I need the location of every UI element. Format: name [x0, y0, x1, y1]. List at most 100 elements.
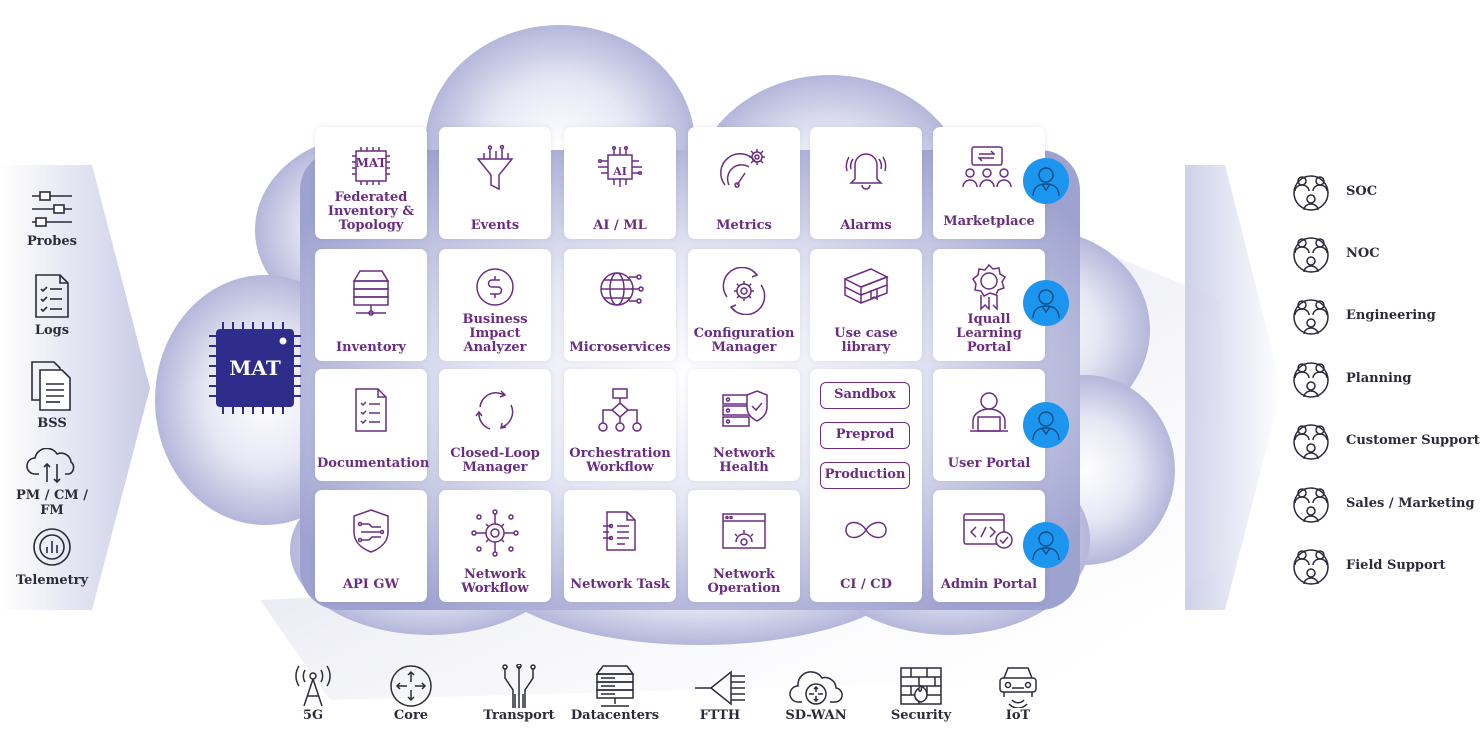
person-icon [1032, 289, 1060, 319]
team-icon [1293, 549, 1329, 585]
input-label: PM / CM / FM [16, 488, 88, 518]
network-label: Datacenters [570, 708, 660, 723]
team-icon [1293, 299, 1329, 335]
network-security: Security [876, 664, 966, 723]
server-stack-icon [352, 270, 390, 316]
tile-label: Network Task [570, 577, 670, 592]
antenna-icon [295, 665, 331, 707]
env-production-button[interactable]: Production [820, 462, 910, 489]
gear-network-icon [471, 509, 519, 557]
team-label: Engineering [1346, 308, 1436, 323]
user-laptop-icon [970, 392, 1008, 432]
network-datacenters: Datacenters [570, 664, 660, 723]
cloud-transfer-icon [26, 448, 75, 484]
tile-user-portal[interactable]: User Portal [933, 369, 1045, 481]
input-label: BSS [37, 416, 67, 431]
document-task-icon [603, 511, 636, 551]
user-avatar-marketplace [1023, 158, 1069, 204]
team-noc: NOC [1288, 235, 1478, 275]
team-icon [1293, 487, 1329, 523]
mat-chip-icon [352, 147, 390, 185]
team-planning: Planning [1288, 360, 1478, 400]
tile-events[interactable]: Events [439, 127, 551, 239]
env-preprod-button[interactable]: Preprod [820, 422, 910, 449]
team-icon [1293, 362, 1329, 398]
tile-label: Marketplace [943, 214, 1035, 229]
splitter-icon [695, 670, 745, 706]
ai-icon-label: AI [613, 165, 627, 178]
tile-label: Alarms [840, 218, 892, 233]
input-telemetry: Telemetry [2, 527, 102, 588]
tile-label: Metrics [716, 218, 772, 233]
team-label: SOC [1346, 184, 1378, 199]
network-label: Core [393, 708, 429, 723]
input-label: Probes [27, 234, 77, 249]
tile-label: Events [470, 218, 520, 233]
mat-core-chip: MAT [207, 320, 303, 416]
fiber-icon [502, 664, 536, 708]
browser-gear-icon [722, 513, 766, 549]
books-icon [843, 268, 889, 304]
cloud-router-icon [789, 671, 843, 705]
chip-label: MAT [229, 356, 281, 380]
tile-metrics[interactable]: Metrics [688, 127, 800, 239]
network-label: FTTH [699, 708, 741, 723]
input-probes: Probes [2, 190, 102, 249]
award-badge-icon [972, 263, 1007, 311]
tile-marketplace[interactable]: Marketplace [933, 127, 1045, 239]
gauge-chart-icon [33, 528, 71, 566]
network-label: SD-WAN [785, 708, 847, 723]
network-label: 5G [302, 708, 324, 723]
code-window-icon [963, 513, 1013, 549]
tile-microservices[interactable]: Microservices [564, 249, 676, 361]
tile-ai-ml[interactable]: AI AI / ML [564, 127, 676, 239]
user-avatar-user-portal [1023, 402, 1069, 448]
shield-circuit-icon [353, 509, 389, 553]
tile-documentation[interactable]: Documentation [315, 369, 429, 481]
meeting-icon [962, 146, 1012, 188]
chip-icon [209, 322, 301, 414]
globe-network-icon [600, 272, 644, 306]
car-icon [999, 667, 1037, 708]
team-label: NOC [1346, 246, 1380, 261]
team-customer-support: Customer Support [1288, 422, 1480, 462]
team-label: Customer Support [1346, 433, 1480, 448]
tile-alarms[interactable]: Alarms [810, 127, 922, 239]
input-pm-cm-fm: PM / CM / FM [2, 448, 102, 518]
person-icon [1032, 167, 1060, 197]
network-label: IoT [1005, 708, 1031, 723]
network-transport: Transport [474, 664, 564, 723]
server-rack-icon [595, 665, 635, 707]
network-ftth: FTTH [675, 664, 765, 723]
team-engineering: Engineering [1288, 297, 1478, 337]
team-icon [1293, 237, 1329, 273]
team-icon [1293, 424, 1329, 460]
router-icon [390, 665, 432, 707]
env-sandbox-button[interactable]: Sandbox [820, 382, 910, 409]
tile-network-task[interactable]: Network Task [564, 490, 676, 602]
tile-ci-cd[interactable]: Sandbox Preprod Production CI / CD [810, 369, 922, 602]
user-avatar-learning [1023, 280, 1069, 326]
speedometer-icon [720, 149, 765, 188]
dollar-icon [476, 268, 514, 306]
flowchart-icon [598, 388, 642, 432]
network-core: Core [366, 664, 456, 723]
tile-inventory[interactable]: Inventory [315, 249, 427, 361]
firewall-icon [900, 667, 942, 705]
server-shield-icon [722, 390, 768, 427]
tile-api-gw[interactable]: API GW [315, 490, 427, 602]
